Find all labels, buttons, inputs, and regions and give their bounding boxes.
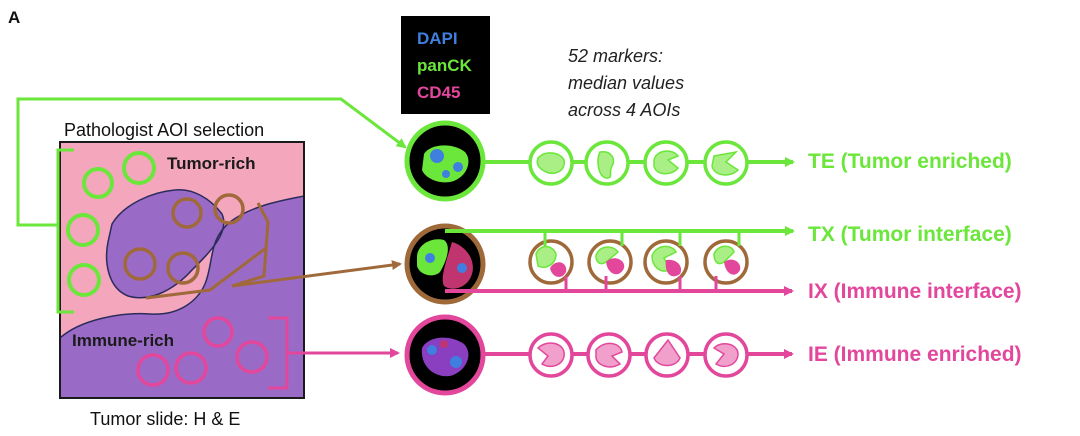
green-aoi-circles (66, 151, 156, 297)
brown-aoi-circles (123, 193, 245, 285)
brown-bracket (145, 202, 402, 300)
markers-note-line-2: median values (568, 73, 685, 93)
te-representative-aoi (404, 120, 486, 202)
interface-aoi-row (528, 231, 749, 291)
markers-note-line-1: 52 markers: (568, 46, 664, 66)
class-ie-label: IE (Immune enriched) (808, 343, 1022, 366)
ie-representative-aoi (404, 314, 486, 396)
tumor-rich-label: Tumor-rich (167, 154, 256, 173)
ie-row (485, 332, 794, 378)
magenta-bracket (268, 316, 400, 390)
class-te-label: TE (Tumor enriched) (808, 150, 1012, 173)
legend-dapi: DAPI (417, 29, 458, 48)
legend-panck: panCK (417, 56, 472, 75)
stain-legend: DAPI panCK CD45 (401, 16, 490, 114)
slide-caption: Tumor slide: H & E (90, 409, 241, 429)
class-tx-label: TX (Tumor interface) (808, 223, 1012, 246)
legend-cd45: CD45 (417, 83, 461, 102)
markers-note-line-3: across 4 AOIs (568, 100, 681, 120)
class-ix-label: IX (Immune interface) (808, 280, 1022, 303)
immune-rich-label: Immune-rich (72, 331, 175, 350)
panel-letter: A (8, 8, 21, 27)
green-bracket (16, 97, 407, 314)
aoi-selection-title: Pathologist AOI selection (64, 120, 265, 140)
interface-representative-aoi (404, 223, 486, 305)
magenta-aoi-circles (136, 316, 269, 387)
te-row (485, 140, 795, 186)
